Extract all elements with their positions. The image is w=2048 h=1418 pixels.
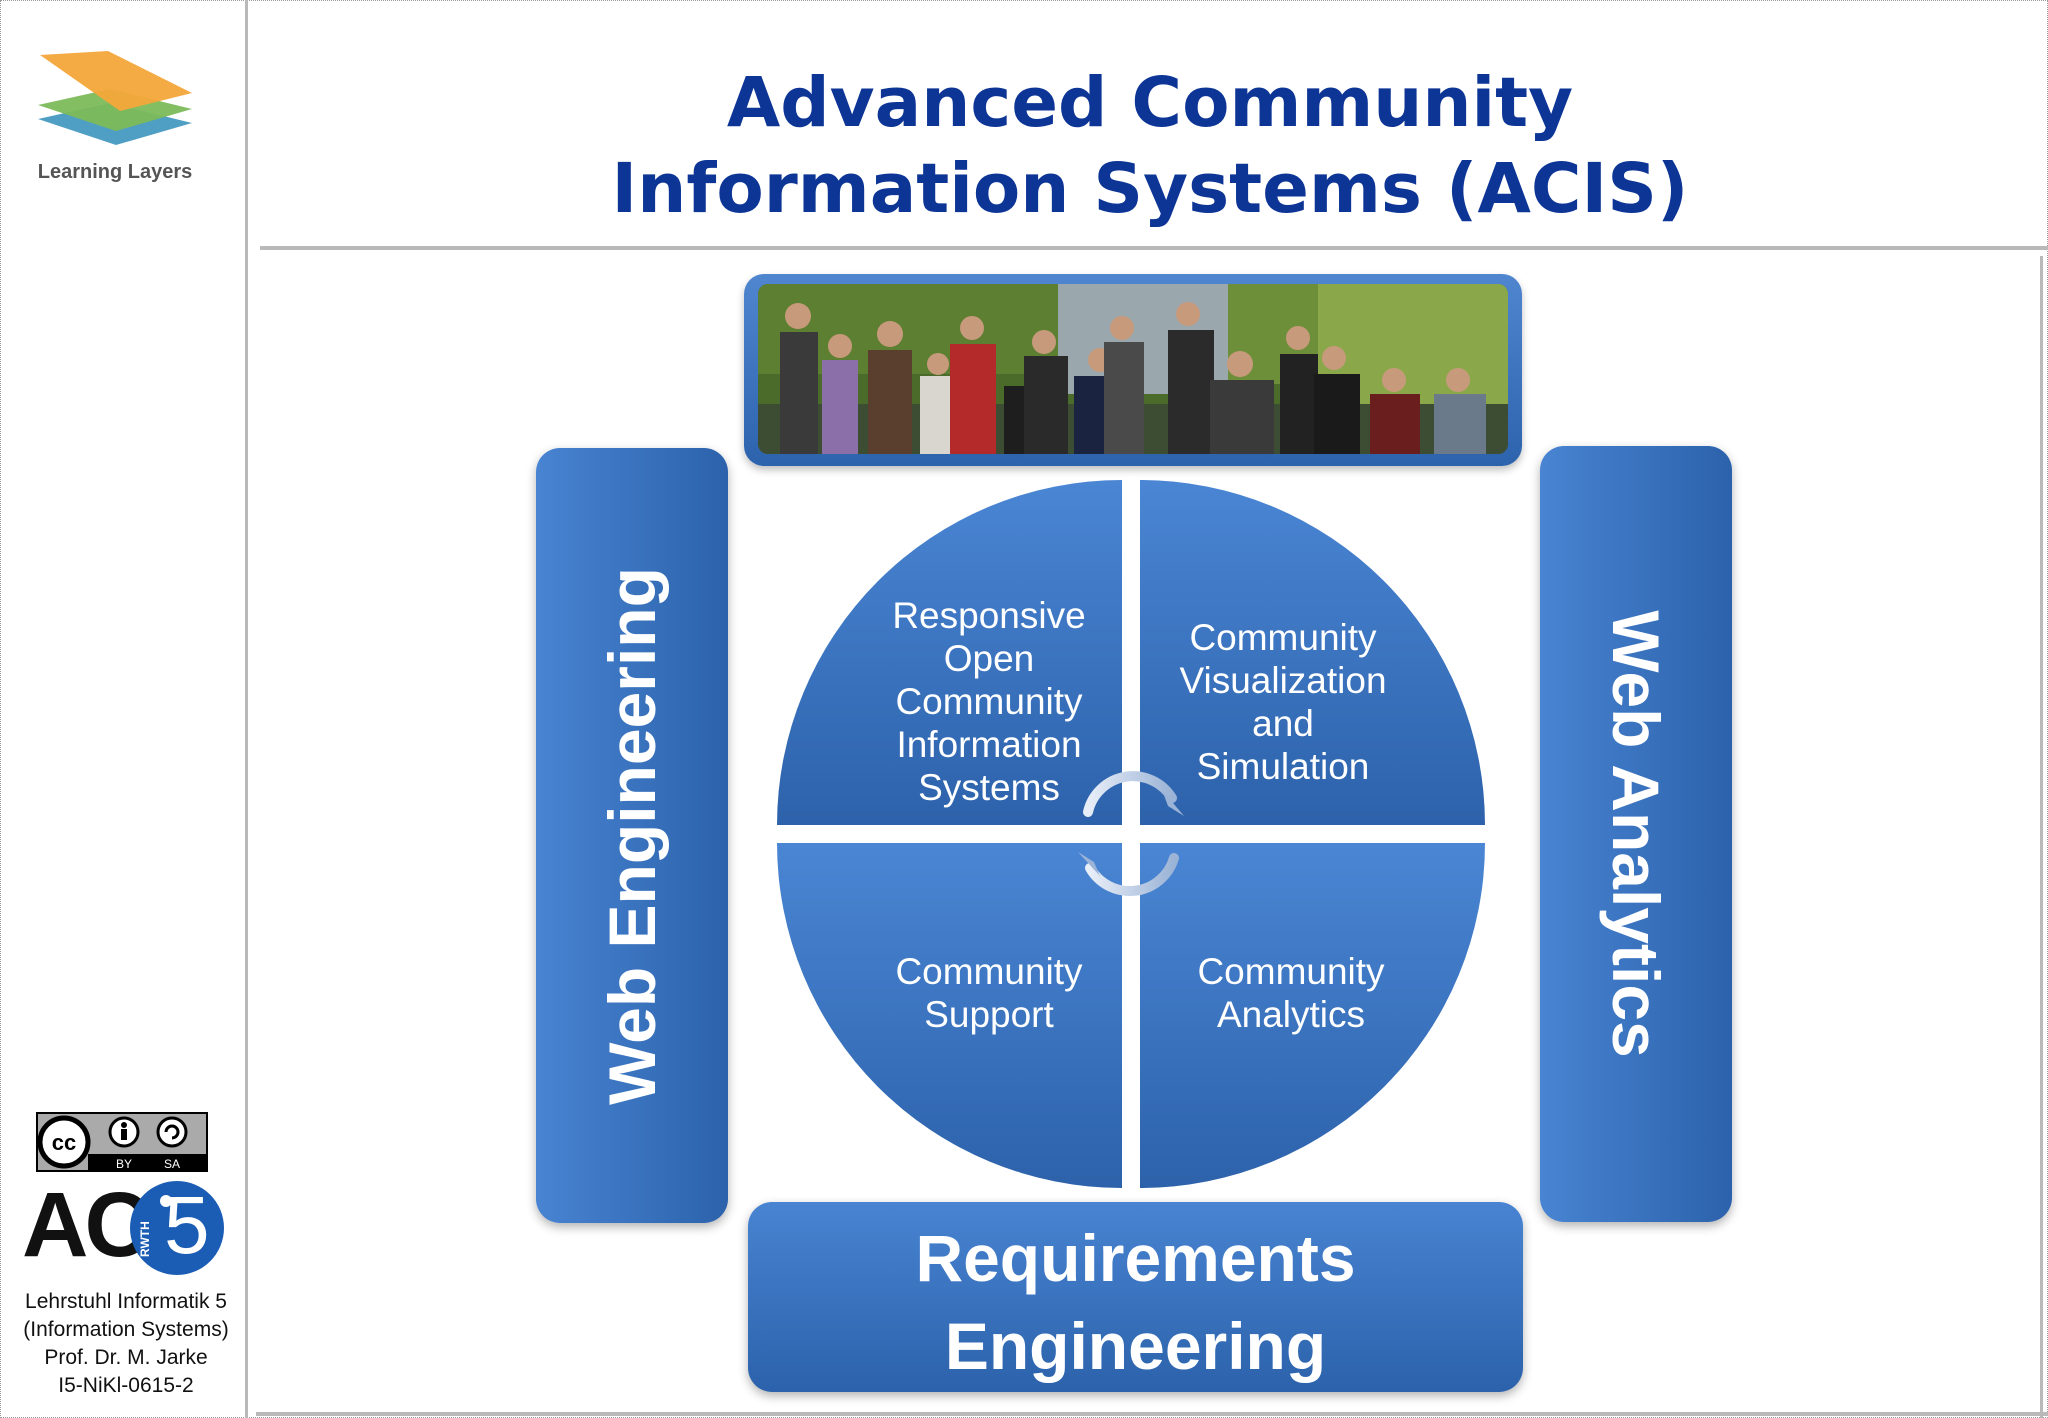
chair-logo-letters: AC xyxy=(22,1174,151,1276)
group-photo-frame xyxy=(744,274,1522,466)
learning-layers-logo: Learning Layers xyxy=(30,45,210,185)
quadrant-top-right-label: Community Visualization and Simulation xyxy=(1179,617,1387,787)
bottom-border xyxy=(256,1412,2048,1416)
web-analytics-pillar: Web Analytics xyxy=(1540,446,1732,1222)
requirements-engineering-line-1: Requirements xyxy=(915,1221,1356,1295)
svg-text:BY: BY xyxy=(116,1157,132,1171)
title-line-1: Advanced Community xyxy=(726,63,1574,143)
chair-info: Lehrstuhl Informatik 5 (Information Syst… xyxy=(0,1288,252,1400)
quadrant-bottom-left-label: Community Support xyxy=(895,951,1083,1035)
web-analytics-label: Web Analytics xyxy=(1599,610,1673,1058)
page-title: Advanced Community Information Systems (… xyxy=(260,60,2040,232)
title-divider xyxy=(260,246,2048,250)
i5-logo-icon: 5 RWTH xyxy=(130,1180,224,1275)
acis-chair-logo: AC 5 RWTH xyxy=(22,1175,227,1275)
svg-text:SA: SA xyxy=(164,1157,180,1171)
slide-id: I5-NiKl-0615-2 xyxy=(58,1374,194,1397)
chair-line: Prof. Dr. M. Jarke xyxy=(44,1346,208,1369)
cc-icon xyxy=(37,1115,91,1169)
group-photo xyxy=(758,284,1508,454)
requirements-engineering-label: Requirements Engineering xyxy=(748,1214,1523,1390)
requirements-engineering-line-2: Engineering xyxy=(944,1309,1327,1383)
quadrant-bottom-right-label: Community Analytics xyxy=(1197,951,1385,1035)
sa-icon xyxy=(156,1116,188,1148)
requirements-engineering-pillar: Requirements Engineering xyxy=(748,1202,1523,1392)
web-engineering-label: Web Engineering xyxy=(595,566,669,1105)
chair-line: (Information Systems) xyxy=(23,1318,229,1341)
quadrant-top-left-label: Responsive Open Community Information Sy… xyxy=(892,595,1086,808)
web-engineering-pillar: Web Engineering xyxy=(536,448,728,1223)
cc-by-sa-badge: cc BY SA xyxy=(36,1112,208,1172)
layers-icon xyxy=(38,51,192,145)
sidebar-divider xyxy=(245,0,248,1418)
title-line-2: Information Systems (ACIS) xyxy=(611,149,1689,229)
logo-label: Learning Layers xyxy=(37,161,193,183)
chair-line: Lehrstuhl Informatik 5 xyxy=(25,1290,227,1313)
right-border xyxy=(2040,256,2043,1418)
svg-text:cc: cc xyxy=(52,1130,76,1155)
